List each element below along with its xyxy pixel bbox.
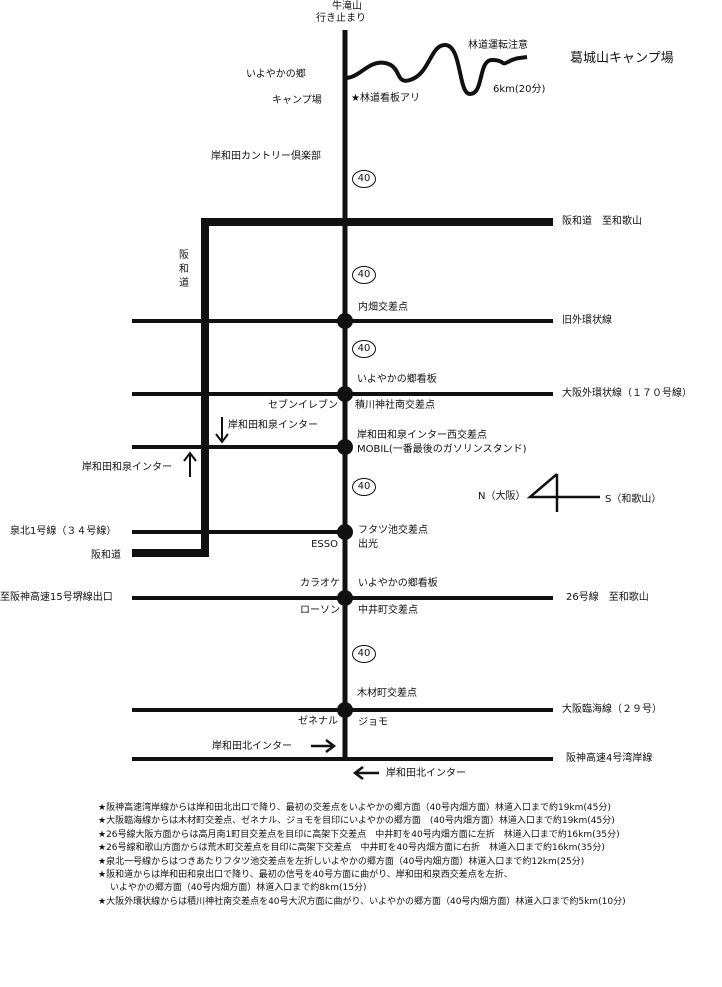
seven-eleven-label: セブンイレブン (268, 400, 338, 411)
route40-badge: 40 (352, 478, 376, 496)
futatsu-label: フタツ池交差点 (358, 525, 428, 536)
zaimoku-node (337, 702, 353, 718)
arrow-up-icon (183, 451, 197, 477)
village-label: いよやかの郷 (246, 69, 306, 80)
note-line: ★大阪外環状線からは積川神社南交差点を40号大沢方面に曲がり、いよやかの郷方面（… (98, 896, 626, 907)
arrow-right-icon (311, 739, 337, 753)
osaka-gaikan-label: 大阪外環状線（１７０号線） (562, 388, 692, 399)
hanwa-bottom-label: 阪和道 (91, 550, 121, 561)
forest-caution-label: 林道運転注意 (468, 40, 528, 51)
note-line: ★阪神高速湾岸線からは岸和田北出口で降り、最初の交差点をいよやかの郷方面（40号… (98, 803, 611, 813)
hanwa-vertical-label: 阪和道 (179, 250, 189, 289)
compass-north-label: N（大阪） (478, 491, 526, 502)
forest-distance-label: 6km(20分) (493, 84, 546, 95)
kita-ic-left-label: 岸和田北インター (386, 768, 466, 779)
zenaru-label: ゼネナル (298, 716, 338, 727)
compass-icon (526, 473, 600, 512)
directions-notes: ★阪神高速湾岸線からは岸和田北出口で降り、最初の交差点をいよやかの郷方面（40号… (98, 802, 720, 909)
forest-road (344, 42, 528, 97)
izumi-west-label: 岸和田和泉インター西交差点 (357, 430, 487, 441)
osaka-rinkai-label: 大阪臨海線（２９号） (562, 704, 662, 715)
nakai-node (337, 590, 353, 606)
kyu-gaikan-label: 旧外環状線 (562, 315, 612, 326)
kita-ic-right-label: 岸和田北インター (212, 741, 292, 752)
arrow-down-icon (215, 417, 229, 444)
mobil-label: MOBIL(一番最後のガソリンスタンド) (357, 444, 527, 455)
note-line: いよやかの郷方面（40号内畑方面）林道入口まで約8km(15分) (110, 883, 367, 894)
hanwa-expressway (132, 218, 345, 557)
idemitsu-label: 出光 (358, 539, 378, 550)
iyoyaka-sign2-label: いよやかの郷看板 (358, 578, 438, 589)
route40-badge: 40 (352, 645, 376, 663)
hanshin15-label: 至阪神高速15号堺線出口 (0, 592, 113, 603)
karaoke-label: カラオケ (300, 578, 340, 589)
uchihata-label: 内畑交差点 (358, 302, 408, 313)
note-line: ★26号線大阪方面からは高月南1町目交差点を目印に高架下交差点 中井町を40号内… (98, 829, 620, 840)
top-place-label: 牛滝山 (332, 1, 362, 12)
jomo-label: ジョモ (358, 717, 388, 728)
uchihata-node (337, 313, 353, 329)
tsumikawa-node (337, 386, 353, 402)
tsumikawa-label: 積川神社南交差点 (355, 400, 435, 411)
arrow-left-icon (352, 766, 379, 780)
camp-name-label: 葛城山キャンプ場 (570, 51, 674, 66)
note-line: ★阪和道からは岸和田和泉出口で降り、最初の信号を40号方面に曲がり、岸和田和泉西… (98, 870, 513, 881)
note-line: ★泉北一号線からはつきあたりフタツ池交差点を左折しいよやかの郷方面（40号内畑方… (98, 856, 585, 867)
note-line: ★大阪臨海線からは木材町交差点、ゼネナル、ジョモを目印にいよやかの郷方面 (40… (98, 816, 615, 827)
route40-badge: 40 (352, 170, 376, 188)
note-line: ★26号線和歌山方面からは荒木町交差点を目印に高架下交差点 中井町を40号内畑方… (98, 843, 605, 854)
country-club-label: 岸和田カントリー倶楽部 (211, 151, 321, 162)
route26-label: 26号線 至和歌山 (566, 592, 649, 603)
route40-badge: 40 (352, 266, 376, 284)
iyoyaka-sign1-label: いよやかの郷看板 (357, 374, 437, 385)
lawson-label: ローソン (300, 605, 340, 616)
forest-sign-label: ★林道看板アリ (351, 93, 420, 104)
zaimoku-label: 木材町交差点 (357, 688, 417, 699)
futatsu-node (337, 524, 353, 540)
compass-south-label: S（和歌山） (605, 494, 662, 505)
esso-label: ESSO (311, 539, 338, 550)
nakai-label: 中井町交差点 (358, 605, 418, 616)
route40-badge: 40 (352, 340, 376, 358)
izumi-west-node (337, 439, 353, 455)
izumi-ic-down-label: 岸和田和泉インター (228, 420, 318, 431)
izumi-ic-up-label: 岸和田和泉インター (82, 462, 172, 473)
hanwa-top-label: 阪和道 至和歌山 (562, 216, 642, 227)
senboku-label: 泉北1号線（３４号線） (10, 526, 117, 537)
hanshin4-label: 阪神高速4号湾岸線 (566, 753, 653, 764)
village-camp-label: キャンプ場 (272, 95, 322, 106)
top-note-label: 行き止まり (316, 13, 366, 24)
